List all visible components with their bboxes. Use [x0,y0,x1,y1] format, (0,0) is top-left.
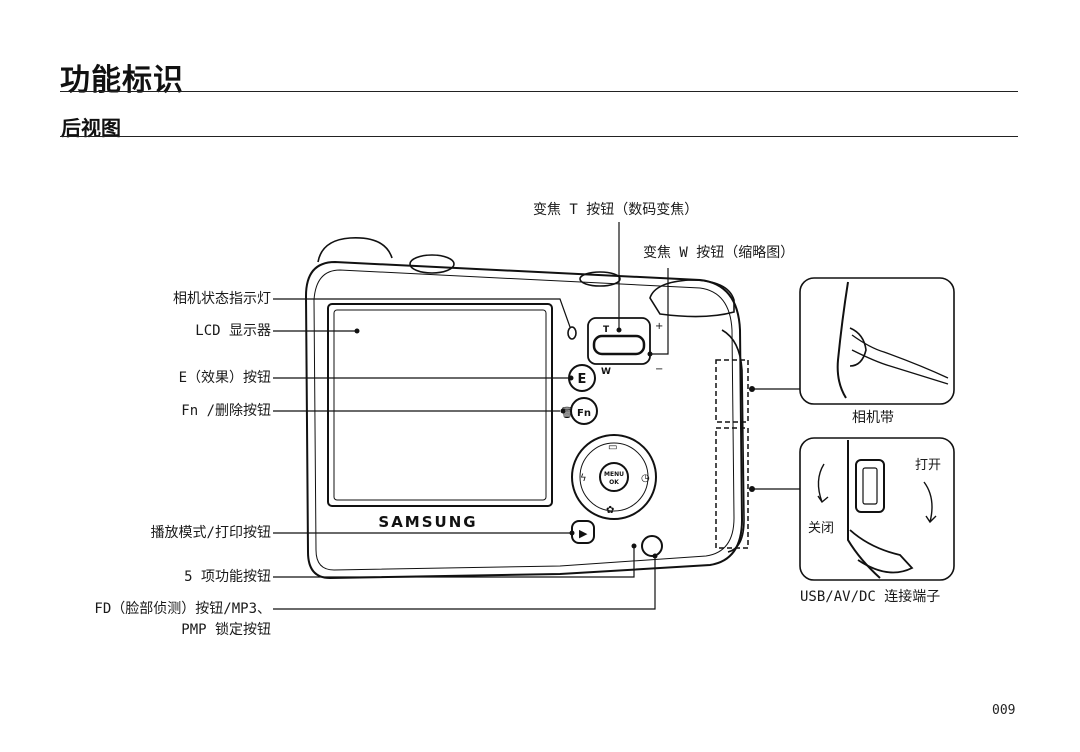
strap-detail-frame [799,277,955,405]
display-icon: ▭ [608,442,617,453]
label-open: 打开 [915,458,942,473]
zoom-t-glyph: T [603,325,610,335]
shutter-button [409,254,455,274]
strap-detail-body [836,281,849,399]
title-rule [60,91,1018,92]
camera-body [304,260,744,580]
mode-dial-right [649,279,735,318]
leader-status-lamp [273,298,571,328]
strap-loop [851,334,949,385]
zoom-w-glyph: W [601,367,611,377]
usb-port-socket [855,459,885,513]
e-button-glyph: E [578,372,587,387]
label-play-print-button: 播放模式/打印按钮 [150,525,271,541]
port-detail-frame [799,437,955,581]
camera-body-inner [313,269,735,571]
label-status-lamp: 相机状态指示灯 [173,291,271,307]
label-zoom-t-button: 变焦 T 按钮（数码变焦） [533,202,699,218]
macro-icon: ✿ [606,505,614,516]
lcd-screen-inner [333,309,547,501]
leader-zoom-w [650,268,669,355]
camera-side [721,329,745,553]
lcd-screen [327,303,553,507]
close-arrow-icon [817,463,829,504]
leader-fd-button [273,556,656,610]
flash-icon: ϟ [580,473,587,484]
fd-button [641,535,663,557]
leader-five-way [273,546,635,578]
label-zoom-w-button: 变焦 W 按钮（缩略图） [643,245,795,261]
status-lamp [567,326,577,340]
play-icon: ▶ [579,527,588,540]
minus-glyph: − [655,364,663,375]
label-five-way-button: 5 项功能按钮 [184,569,271,585]
label-e-button: E（效果）按钮 [178,370,271,386]
label-fd-button-line2: PMP 锁定按钮 [181,622,271,638]
label-usb-av-dc-port: USB/AV/DC 连接端子 [800,589,941,605]
plus-glyph: + [655,321,663,332]
strap-area-marker [715,359,749,423]
menu-ok-button [599,462,629,492]
page-number: 009 [992,703,1016,718]
port-cover [849,529,914,574]
fn-button [570,397,598,425]
label-lcd-monitor: LCD 显示器 [195,323,271,339]
power-button [579,271,621,287]
timer-icon: ◷ [641,473,650,484]
five-way-pad-inner [579,442,649,512]
five-way-pad [571,434,657,520]
mode-dial-left [317,237,393,263]
usb-port-pins [862,467,878,505]
label-fd-button-line1: FD（脸部侦测）按钮/MP3、 [94,601,271,617]
brand-logo: SAMSUNG [378,513,477,531]
port-area-marker [715,427,749,549]
zoom-rocker-inner [592,334,646,356]
ok-glyph: OK [609,479,619,486]
label-strap: 相机带 [852,410,894,426]
strap-eyelet [849,327,867,367]
fn-button-glyph: Fn [577,408,591,419]
port-side-wall [847,440,881,579]
label-close: 关闭 [808,521,835,536]
menu-glyph: MENU [604,471,624,478]
subtitle-rule [60,136,1018,137]
page-title: 功能标识 [60,63,184,98]
label-fn-delete-button: Fn /删除按钮 [181,403,271,419]
open-arrow-icon [923,481,937,524]
